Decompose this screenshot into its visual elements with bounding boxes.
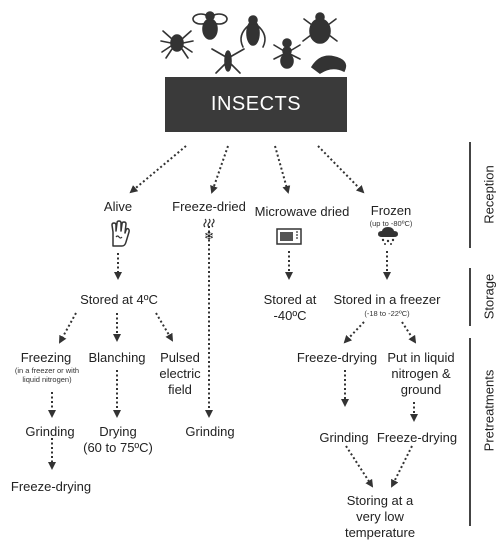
node-blanching: Blanching	[88, 350, 146, 365]
node-freezing: Freezing	[20, 350, 72, 365]
freezing-note-line2: liquid nitrogen)	[22, 375, 72, 384]
insects-title: INSECTS	[165, 77, 347, 132]
node-stored-4: Stored at 4ºC	[80, 292, 158, 307]
freezing-note-line1: (in a freezer or with	[14, 366, 80, 375]
snow-cloud-icon	[378, 227, 398, 245]
freezer-note: (-18 to -22ºC)	[364, 309, 410, 318]
node-storing-line2: very low	[356, 509, 404, 524]
arrow-to-freeze-dried	[210, 145, 229, 194]
node-stored-40-line1: Stored at	[263, 292, 317, 307]
arrow-grinding-to-storing	[345, 445, 374, 488]
stage-reception: Reception	[481, 165, 497, 224]
arrow-freezer-to-liquid	[401, 321, 417, 344]
arrow-to-frozen	[317, 145, 365, 194]
node-freeze-drying-b: Freeze-drying	[296, 350, 378, 365]
microwave-icon	[276, 228, 302, 245]
arrow-freeze-drying-to-storing	[391, 445, 413, 488]
insects-icon-group	[160, 11, 347, 74]
frozen-note: (up to -80ºC)	[369, 219, 413, 228]
node-storing-line3: temperature	[344, 525, 416, 540]
node-liquid-line3: ground	[400, 382, 442, 397]
node-stored-40-line2: -40ºC	[273, 308, 307, 323]
hand-icon	[111, 220, 130, 247]
pretreatments-bar	[469, 338, 471, 526]
node-drying-line2: (60 to 75ºC)	[83, 440, 153, 455]
arrow-stored4-to-pulsed	[155, 312, 174, 342]
node-pulsed-line3: field	[168, 382, 192, 397]
storage-bar	[469, 268, 471, 326]
arrow-to-microwave	[274, 145, 291, 194]
node-grinding-a: Grinding	[25, 424, 75, 439]
arrow-to-alive	[129, 145, 187, 194]
node-alive: Alive	[103, 199, 133, 214]
node-microwave-dried: Microwave dried	[254, 204, 350, 219]
snowflake-icon: ❄	[203, 229, 215, 243]
node-frozen: Frozen	[370, 203, 412, 218]
reception-bar	[469, 142, 471, 248]
node-pulsed-line2: electric	[159, 366, 201, 381]
steam-icon	[203, 218, 215, 228]
node-pulsed-line1: Pulsed	[160, 350, 200, 365]
node-freeze-drying-c: Freeze-drying	[376, 430, 458, 445]
stage-pretreatments: Pretreatments	[481, 369, 497, 452]
node-grinding-c: Grinding	[319, 430, 369, 445]
node-stored-freezer: Stored in a freezer	[333, 292, 441, 307]
node-drying-line1: Drying	[99, 424, 137, 439]
node-liquid-line1: Put in liquid	[387, 350, 455, 365]
node-storing-line1: Storing at a	[346, 493, 414, 508]
node-freeze-dried: Freeze-dried	[172, 199, 246, 214]
node-liquid-line2: nitrogen &	[391, 366, 451, 381]
node-grinding-b: Grinding	[185, 424, 235, 439]
node-freeze-drying-a: Freeze-drying	[10, 479, 92, 494]
arrow-stored4-to-freezing	[59, 312, 77, 344]
arrow-freezer-to-freeze-drying	[343, 321, 365, 344]
stage-storage: Storage	[481, 273, 497, 320]
